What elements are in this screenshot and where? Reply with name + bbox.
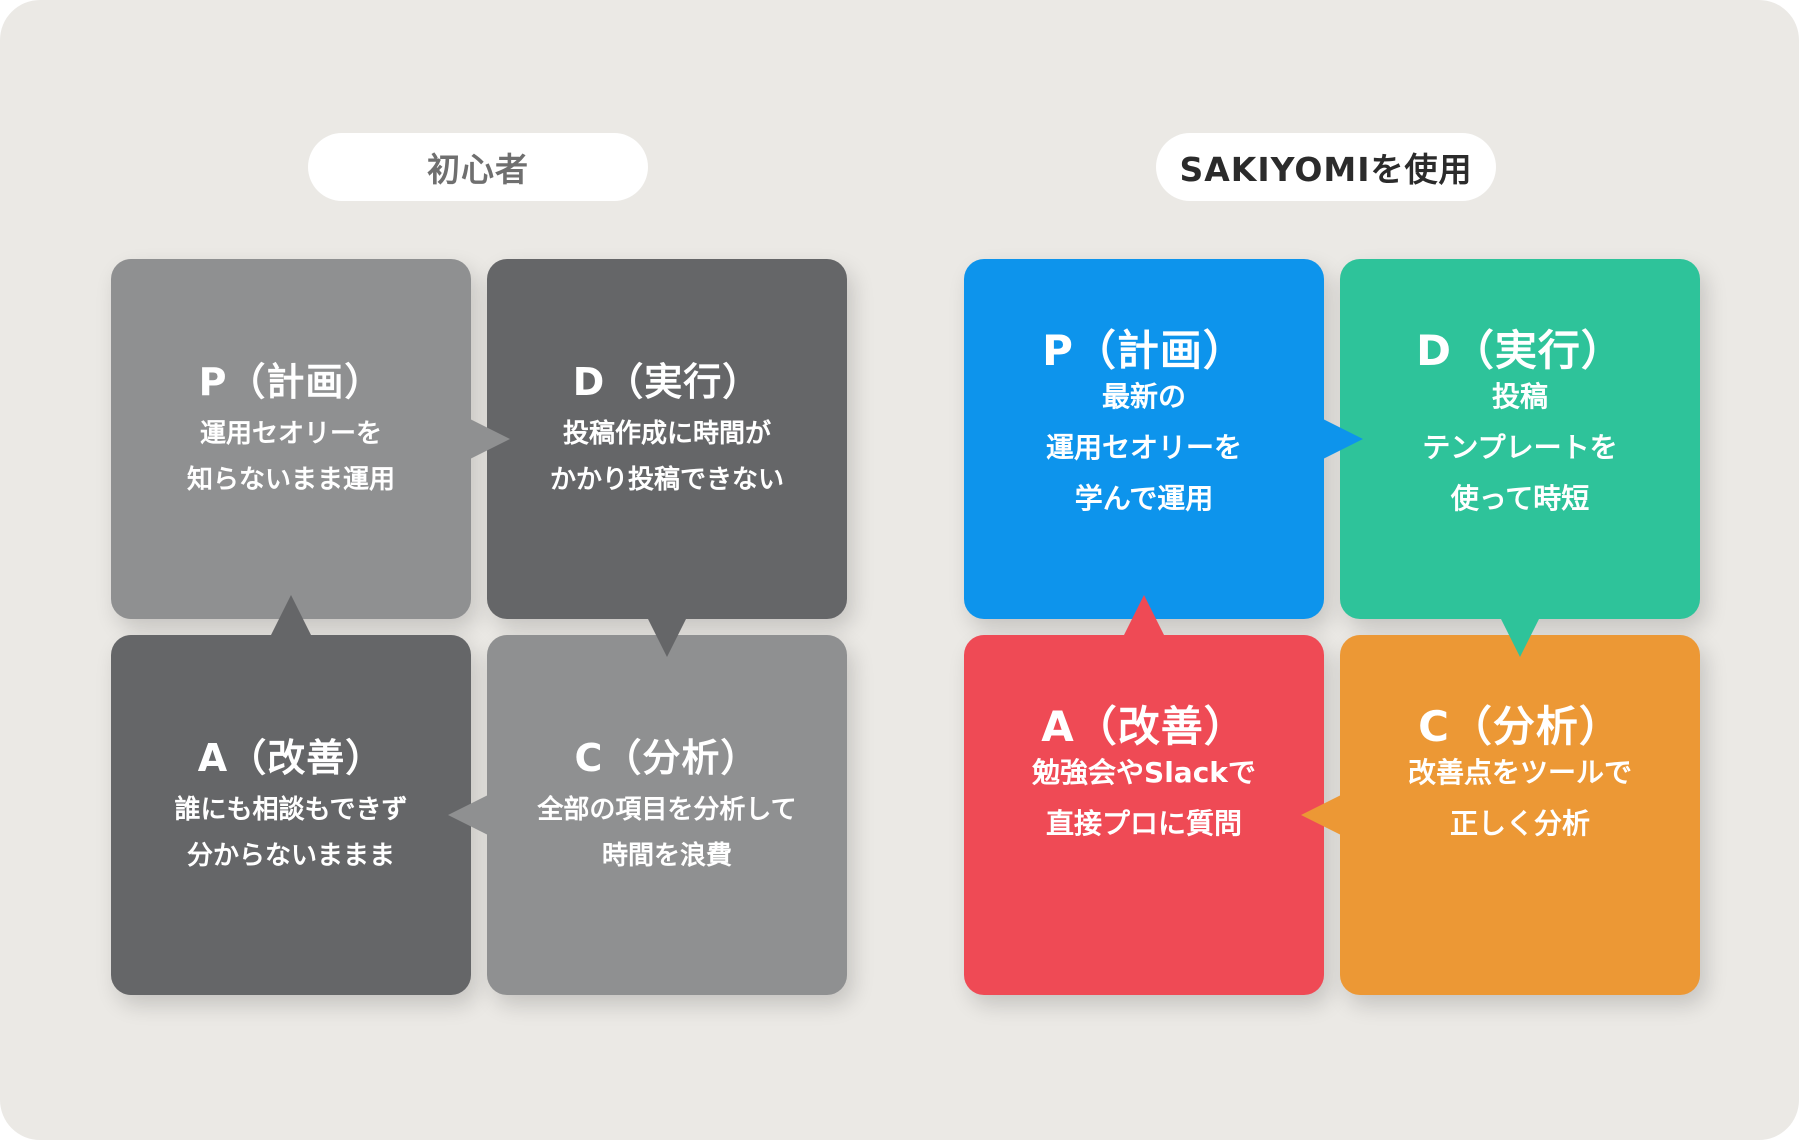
- card-description: 誰にも相談もできず 分からないままま: [174, 795, 408, 871]
- card-description: 全部の項目を分析して 時間を浪費: [537, 795, 797, 871]
- sakiyomi-check-card: C（分析） 改善点をツールで 正しく分析: [1340, 635, 1700, 995]
- arrow-left-icon: [448, 795, 488, 835]
- arrow-down-icon: [1500, 617, 1540, 657]
- arrow-right-icon: [470, 419, 510, 459]
- arrow-down-icon: [647, 617, 687, 657]
- beginner-check-card: C（分析） 全部の項目を分析して 時間を浪費: [487, 635, 847, 995]
- card-title: A（改善）: [1041, 702, 1247, 751]
- card-description: 最新の 運用セオリーを 学んで運用: [1045, 380, 1242, 515]
- card-title: P（計画）: [1042, 326, 1246, 375]
- arrow-left-icon: [1301, 795, 1341, 835]
- card-title: A（改善）: [197, 736, 385, 780]
- beginner-plan-card: P（計画） 運用セオリーを 知らないまま運用: [111, 259, 471, 619]
- card-title: P（計画）: [198, 360, 384, 404]
- card-description: 改善点をツールで 正しく分析: [1407, 756, 1632, 840]
- sakiyomi-plan-card: P（計画） 最新の 運用セオリーを 学んで運用: [964, 259, 1324, 619]
- sakiyomi-do-card: D（実行） 投稿 テンプレートを 使って時短: [1340, 259, 1700, 619]
- card-description: 勉強会やSlackで 直接プロに質問: [1032, 756, 1256, 840]
- arrow-up-icon: [271, 595, 311, 635]
- beginner-do-card: D（実行） 投稿作成に時間が かかり投稿できない: [487, 259, 847, 619]
- card-title: D（実行）: [572, 360, 762, 404]
- sakiyomi-label: SAKIYOMIを使用: [1156, 133, 1496, 201]
- card-title: D（実行）: [1416, 326, 1624, 375]
- card-description: 運用セオリーを 知らないまま運用: [186, 419, 395, 495]
- card-title: C（分析）: [574, 736, 760, 780]
- beginner-label: 初心者: [308, 133, 648, 201]
- beginner-act-card: A（改善） 誰にも相談もできず 分からないままま: [111, 635, 471, 995]
- arrow-up-icon: [1124, 595, 1164, 635]
- sakiyomi-act-card: A（改善） 勉強会やSlackで 直接プロに質問: [964, 635, 1324, 995]
- arrow-right-icon: [1323, 419, 1363, 459]
- card-description: 投稿作成に時間が かかり投稿できない: [549, 419, 784, 495]
- card-description: 投稿 テンプレートを 使って時短: [1422, 380, 1618, 515]
- card-title: C（分析）: [1418, 702, 1622, 751]
